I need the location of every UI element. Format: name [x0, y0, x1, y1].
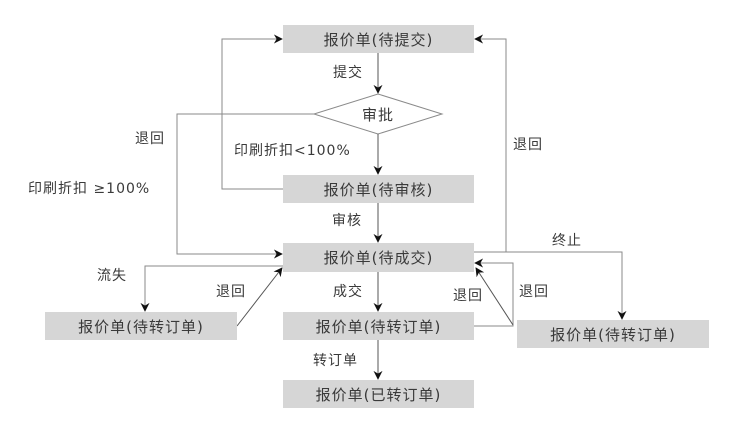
edge-terminate [474, 251, 627, 320]
edge-return-lost [236, 267, 283, 327]
node-pending-review: 报价单(待审核) [283, 175, 474, 203]
node-approve: 审批 [361, 106, 394, 124]
label-return-right-top: 退回 [513, 137, 543, 153]
label-deal: 成交 [333, 284, 363, 300]
node-pending-deal: 报价单(待成交) [283, 243, 474, 272]
edge-discount-ge [176, 113, 314, 259]
edge-lose [140, 265, 283, 312]
label-convert: 转订单 [313, 353, 358, 369]
node-pending-submit: 报价单(待提交) [283, 25, 474, 53]
label-discount-ge: 印刷折扣 ≥100% [28, 181, 151, 197]
label-lose: 流失 [97, 268, 127, 284]
label-terminate: 终止 [552, 233, 582, 249]
label-return-terminated: 退回 [519, 284, 549, 300]
label-submit: 提交 [333, 65, 363, 81]
node-converted: 报价单(已转订单) [283, 380, 474, 408]
node-lost: 报价单(待转订单) [45, 312, 237, 340]
edge-return-pending-order [474, 258, 514, 327]
edge-return-terminated [475, 267, 514, 326]
label-review: 审核 [332, 213, 362, 229]
label-return-lost: 退回 [216, 284, 246, 300]
edge-return-right-top [474, 34, 507, 252]
node-terminated: 报价单(待转订单) [517, 320, 709, 348]
label-return-pending-order: 退回 [453, 288, 483, 304]
node-pending-order: 报价单(待转订单) [283, 312, 474, 340]
label-discount-lt: 印刷折扣<100% [234, 143, 351, 159]
label-return-left: 退回 [135, 131, 165, 147]
